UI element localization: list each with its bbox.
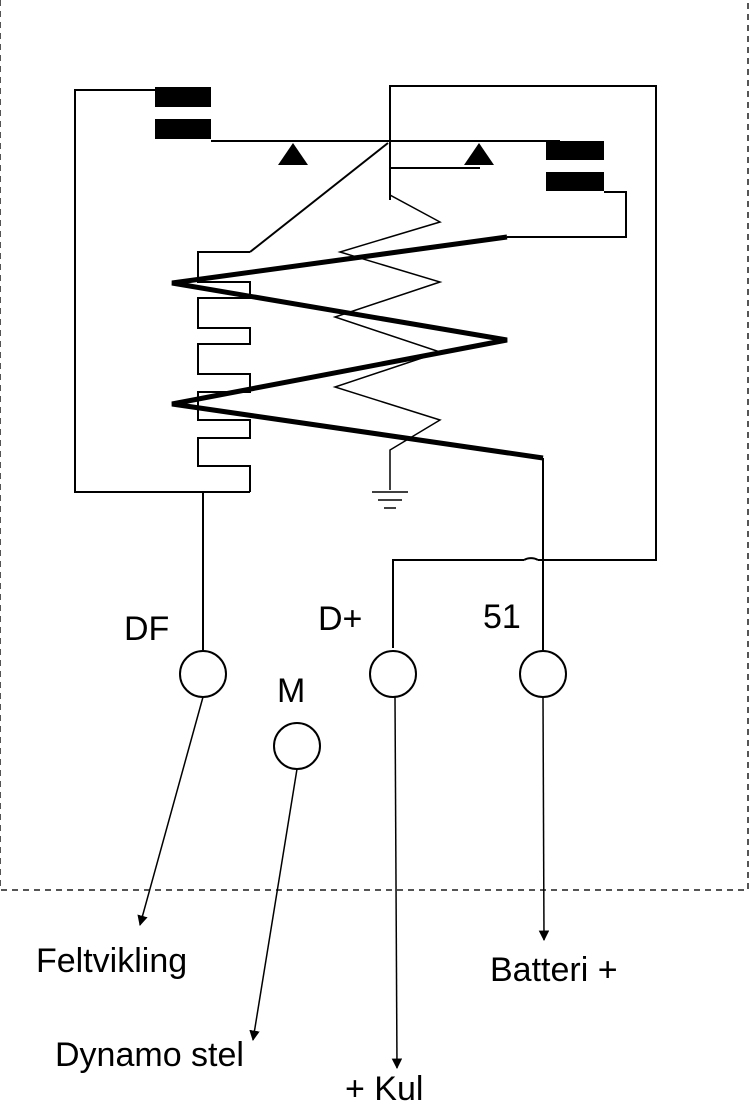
feltvikling-arrow: [137, 696, 204, 927]
dynamo-stel-label: Dynamo stel: [55, 1036, 244, 1074]
left-relay-frame: [74, 89, 250, 493]
right-contact-upper: [546, 141, 604, 160]
diagonal-lead: [249, 142, 389, 253]
batteri-arrow: [538, 696, 550, 942]
ground-icon: [372, 491, 408, 509]
terminal-d-plus-label: D+: [318, 600, 362, 638]
kul-arrow: [391, 696, 403, 1070]
terminal-51-icon: [519, 650, 567, 698]
right-contact-lower: [546, 172, 604, 191]
right-relay-frame: [389, 85, 657, 561]
left-contact-lower: [155, 119, 211, 139]
batteri-label: Batteri +: [490, 951, 618, 989]
left-contact-upper: [155, 87, 211, 107]
d-plus-wire: [392, 559, 524, 648]
feltvikling-label: Feltvikling: [36, 942, 187, 980]
terminal-df-icon: [179, 650, 227, 698]
coil-core: [197, 251, 251, 492]
terminal-m-label: M: [277, 672, 305, 710]
kul-label: + Kul: [345, 1070, 423, 1108]
dynamo-stel-arrow: [249, 768, 298, 1042]
thin-resistor: [332, 168, 443, 490]
thick-winding: [171, 234, 544, 461]
right-contact-wire: [507, 191, 627, 238]
diode-right-icon: [464, 143, 494, 165]
wire-crossover-hop: [523, 557, 539, 561]
terminal-df-label: DF: [124, 610, 169, 648]
regulator-enclosure: [0, 0, 749, 891]
terminal-m-icon: [273, 722, 321, 770]
terminal-d-plus-icon: [369, 650, 417, 698]
diode-left-icon: [278, 143, 308, 165]
terminal-51-label: 51: [483, 598, 521, 636]
